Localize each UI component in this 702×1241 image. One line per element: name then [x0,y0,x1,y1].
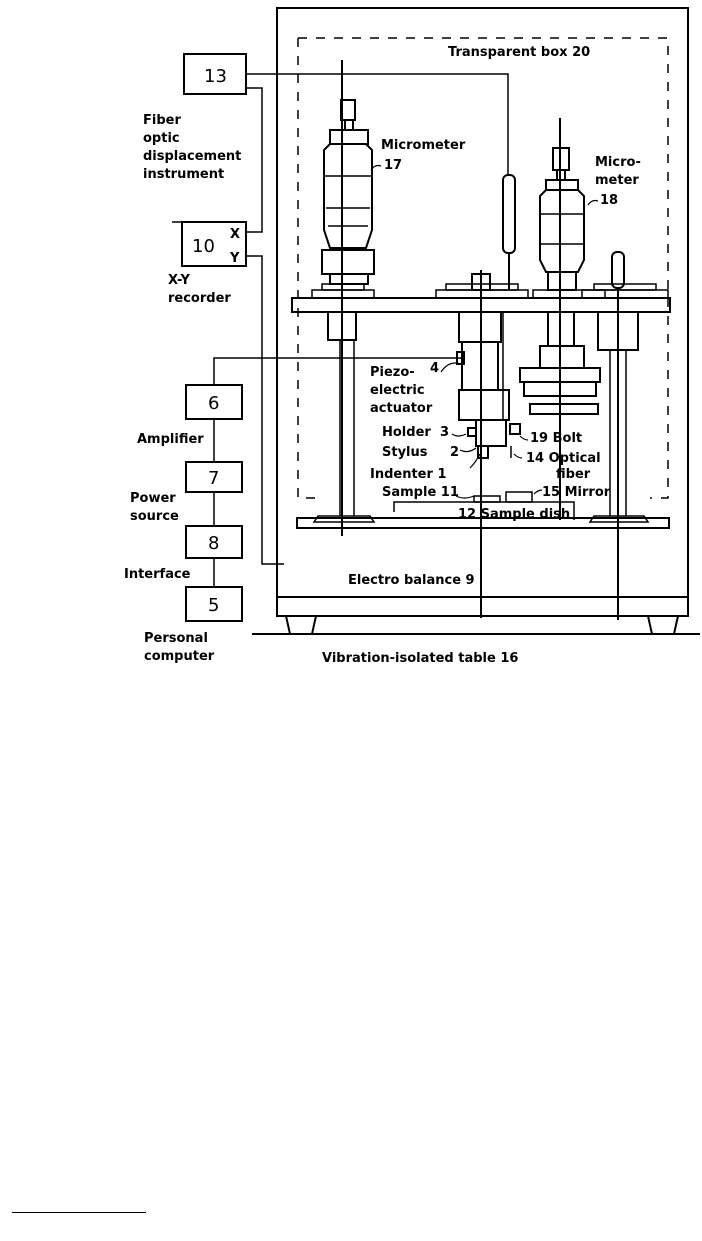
interface-label: Interface [124,567,191,582]
transparent-box-label: Transparent box 20 [448,45,590,60]
sample-dish [393,491,575,520]
micrometer-18-line-3: 18 [600,193,618,208]
optical-fiber-rod [502,174,516,290]
xy-recorder-box [181,221,247,267]
optical-fiber-label: 14 Optical fiber [526,451,605,482]
mirror-piece [505,491,533,503]
amplifier-label: Amplifier [137,432,204,447]
piezo-number: 4 [430,361,439,376]
box-13-label: 13 [204,66,227,87]
fiber-optic-line-1: Fiber [143,113,181,128]
power-source-label: Power source [130,491,180,524]
box-7-label: 7 [208,468,219,489]
electro-balance-base [296,517,670,529]
piezo-line-3: actuator [370,401,433,416]
sample-label: Sample 11 [382,485,459,500]
micrometer-18-label: Micro- meter 18 [595,155,645,208]
optical-fiber-line-1: 14 Optical [526,451,601,466]
mirror-label: 15 Mirror [542,485,611,500]
personal-computer-line-1: Personal [144,631,208,646]
left-column [312,60,376,536]
micrometer-18 [519,118,601,520]
micrometer-17 [321,99,375,285]
sample-dish-label: 12 Sample dish [458,507,570,522]
micrometer-17-label: Micrometer 17 [381,138,470,173]
cabinet-outline [276,7,689,617]
holder-label: Holder [382,425,431,440]
optical-fiber-line-2: fiber [556,467,591,482]
x-terminal-label: X [230,227,240,242]
xy-recorder-line-1: X-Y [168,273,190,288]
box-8-label: 8 [208,533,219,554]
central-column [456,270,521,618]
xy-recorder-line-2: recorder [168,291,231,306]
box-6-label: 6 [208,393,219,414]
electro-balance-label: Electro balance 9 [348,573,475,588]
fiber-optic-line-2: optic [143,131,180,146]
leader-lines [370,164,599,499]
vibration-table-label: Vibration-isolated table 16 [322,651,518,666]
micrometer-18-line-2: meter [595,173,639,188]
sample-piece [473,495,501,503]
micrometer-17-line-1: Micrometer [381,138,466,153]
piezo-line-1: Piezo- [370,365,415,380]
xy-recorder-label: X-Y recorder [168,273,231,306]
control-wiring [172,73,509,587]
bolt-label: 19 Bolt [530,431,582,446]
personal-computer-label: Personal computer [144,631,215,664]
power-source-line-1: Power [130,491,176,506]
micrometer-17-line-2: 17 [384,158,402,173]
fiber-optic-label: Fiber optic displacement instrument [143,113,246,182]
cabinet-feet [285,615,679,635]
piezo-line-2: electric [370,383,425,398]
holder-number: 3 [440,425,449,440]
indenter-label: Indenter 1 [370,467,446,482]
stylus-label: Stylus [382,445,428,460]
y-terminal-label: Y [229,251,240,266]
stylus-tip [477,445,489,459]
personal-computer-line-2: computer [144,649,215,664]
box-10-label: 10 [192,236,215,257]
power-source-line-2: source [130,509,179,524]
box-5-label: 5 [208,595,219,616]
right-column [588,251,650,620]
footnote-rule [12,1212,146,1213]
fiber-optic-line-3: displacement [143,149,241,164]
piezo-label: Piezo- electric actuator [370,365,433,416]
transparent-box-outline [297,37,669,499]
stylus-number: 2 [450,445,459,460]
micrometer-18-line-1: Micro- [595,155,641,170]
fiber-optic-line-4: instrument [143,167,224,182]
